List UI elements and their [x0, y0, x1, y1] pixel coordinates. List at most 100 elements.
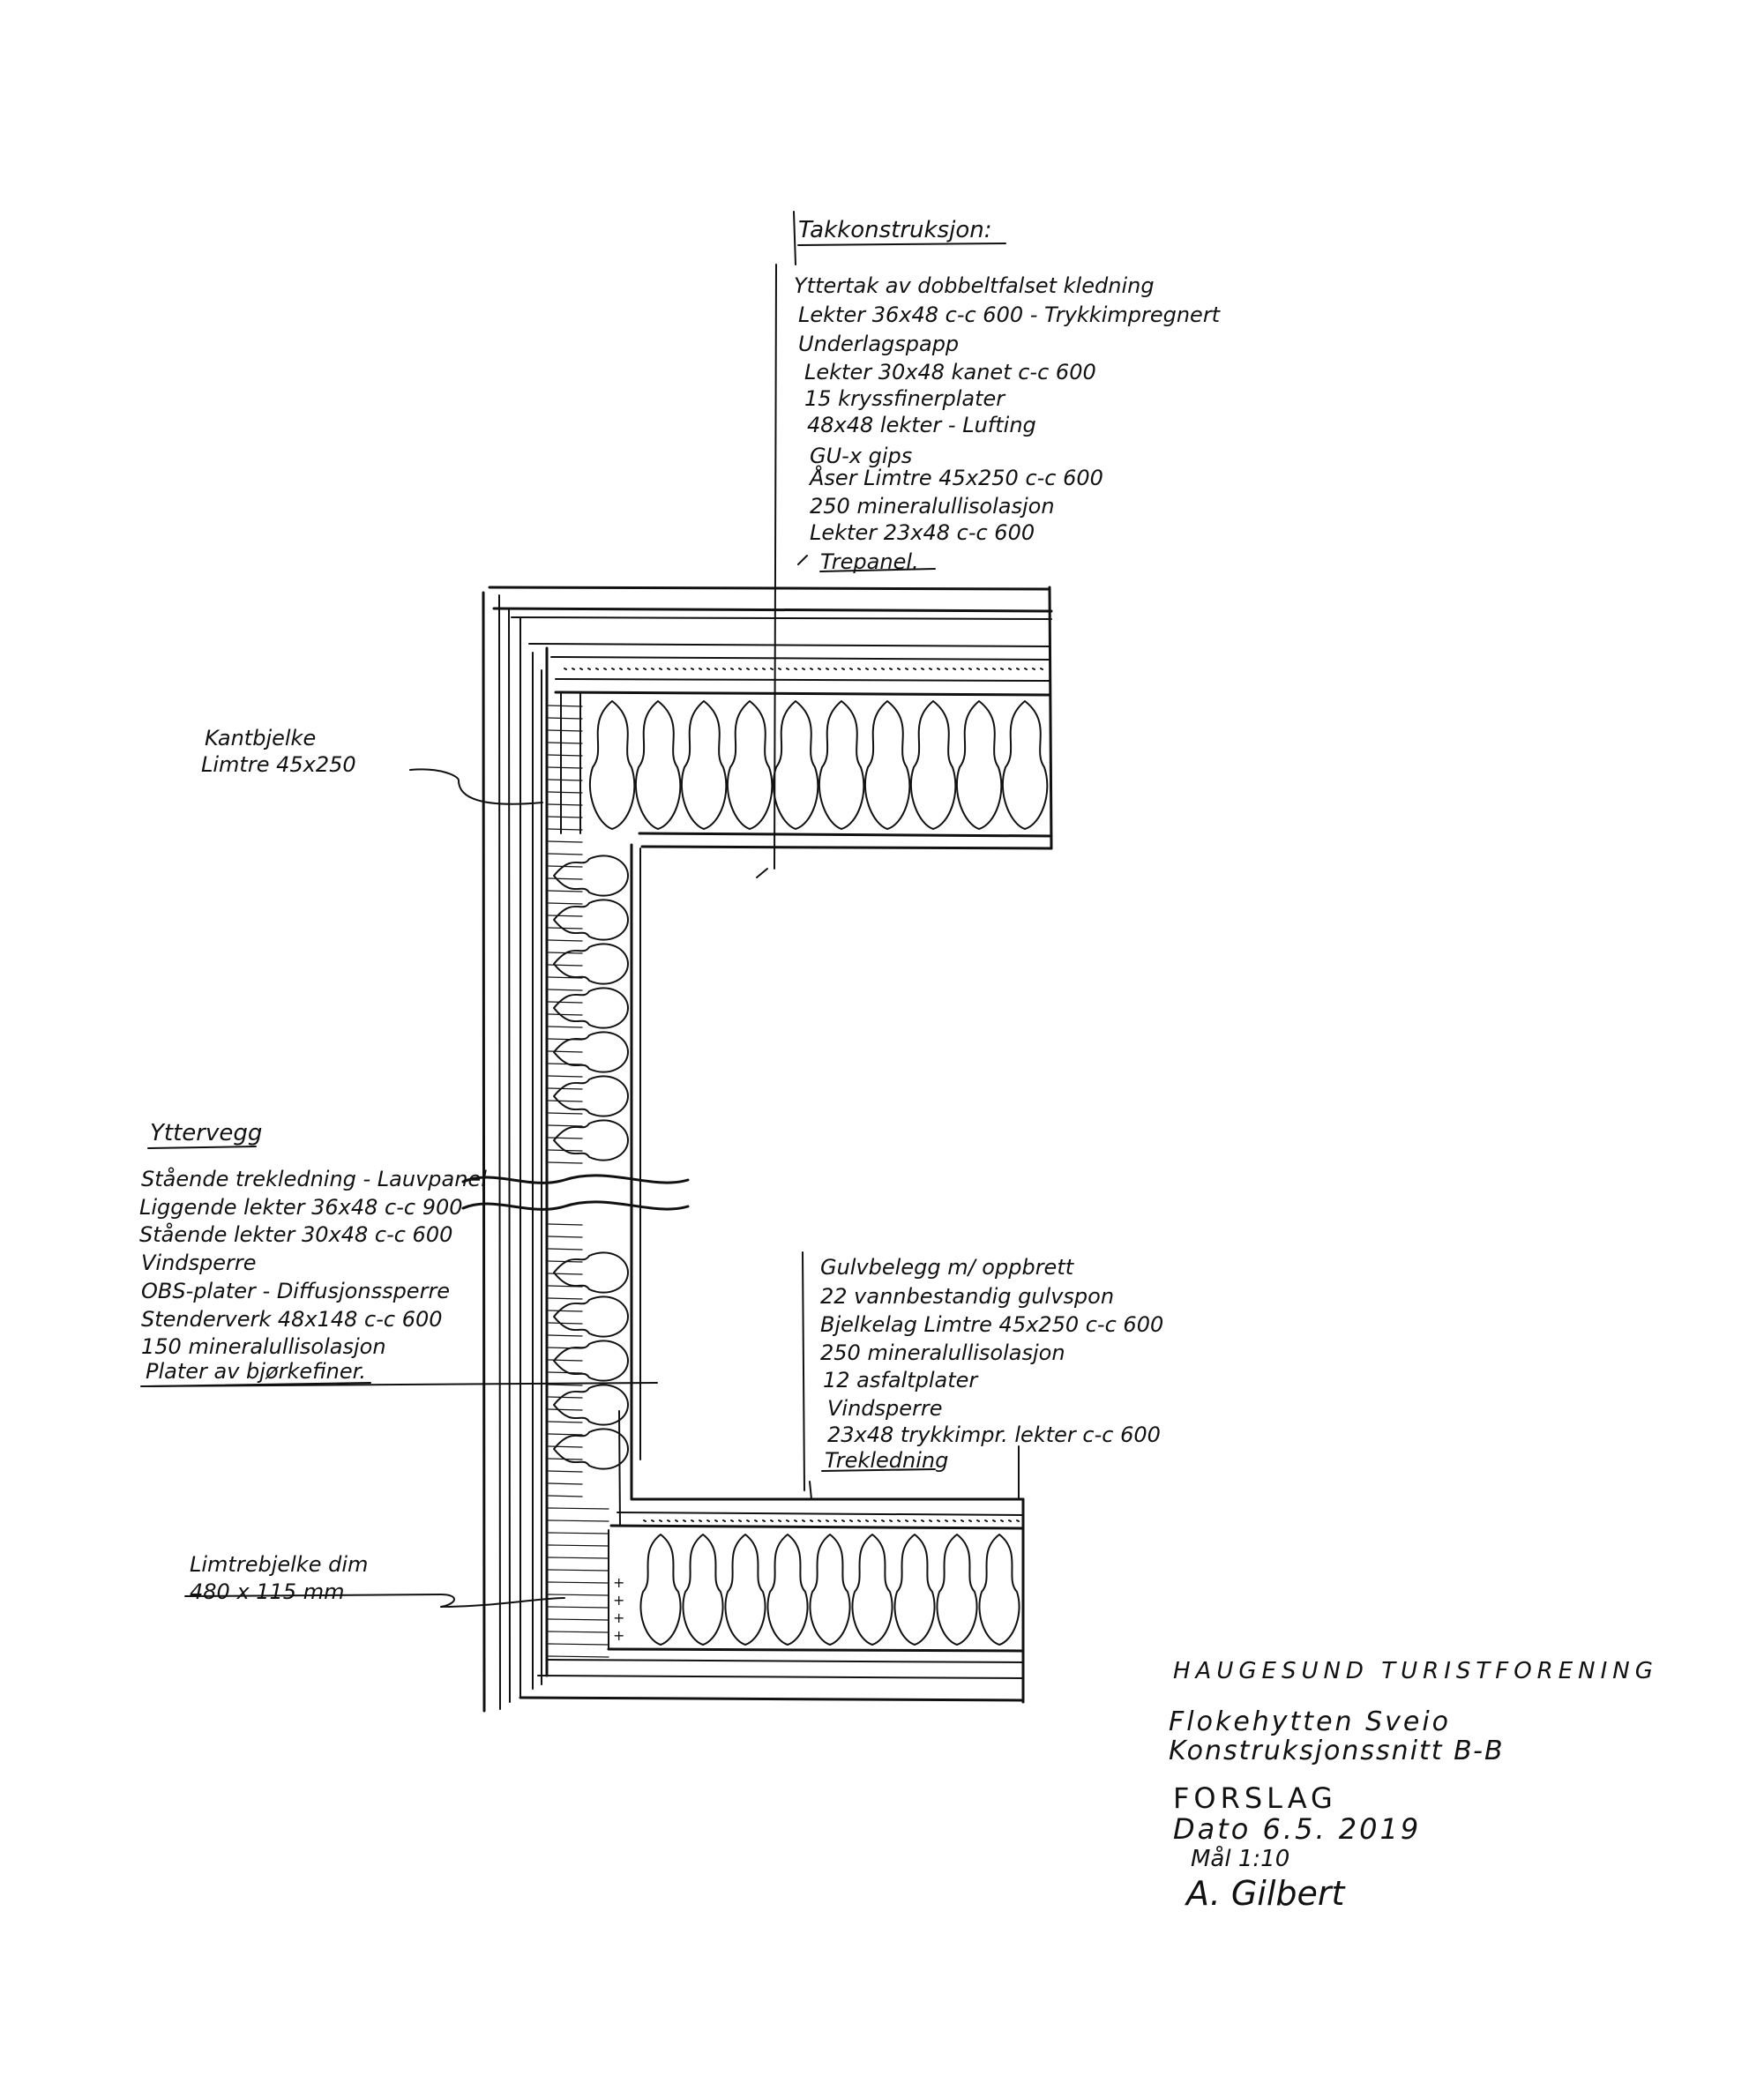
- texture-dot: [635, 668, 639, 670]
- hatch-stroke: [548, 890, 583, 892]
- roof-note-line: Lekter 23x48 c-c 600: [810, 520, 1035, 545]
- hatch-stroke: [548, 939, 583, 942]
- hatch-stroke: [548, 1445, 583, 1448]
- insulation-batt: [1001, 700, 1049, 830]
- texture-dot: [960, 668, 964, 670]
- texture-dot: [849, 668, 853, 670]
- hatch-stroke: [548, 1396, 583, 1399]
- floor-note-line: Bjelkelag Limtre 45x250 c-c 600: [820, 1312, 1164, 1337]
- insulation-batt: [809, 1534, 851, 1646]
- hatch-stroke: [548, 865, 583, 868]
- insulation-batt: [955, 700, 1003, 830]
- hatch-stroke: [548, 1248, 583, 1251]
- insulation-batt: [851, 1534, 893, 1646]
- hatch-stroke: [548, 1581, 609, 1584]
- drawing-scale: Mål 1:10: [1191, 1846, 1290, 1872]
- hatch-stroke: [548, 1544, 609, 1547]
- texture-dot: [627, 668, 631, 670]
- insulation-batt: [639, 1534, 682, 1646]
- texture-dot: [984, 668, 988, 670]
- hatch-stroke: [548, 1334, 583, 1337]
- texture-dot: [929, 1519, 932, 1522]
- texture-dot: [667, 1519, 670, 1522]
- hatch-stroke: [548, 1631, 609, 1633]
- texture-dot: [572, 668, 575, 670]
- texture-dot: [913, 668, 916, 670]
- hatch-stroke: [548, 1618, 609, 1621]
- roof-note-line: 15 kryssfinerplater: [804, 386, 1005, 411]
- texture-dot: [857, 668, 861, 670]
- wall-note-line: Stenderverk 48x148 c-c 600: [141, 1307, 443, 1332]
- texture-dot: [1008, 668, 1012, 670]
- roof-insulation: [588, 700, 1049, 830]
- wall-cladding-lines: [482, 591, 542, 1713]
- texture-dot: [873, 668, 877, 670]
- glulam-beam-screws: + + + +: [613, 1574, 624, 1644]
- texture-dot: [833, 668, 837, 670]
- hatch-stroke: [548, 1495, 583, 1497]
- hatch-stroke: [548, 877, 583, 880]
- drawing-date: Dato 6.5. 2019: [1173, 1812, 1422, 1846]
- texture-dot: [865, 668, 869, 670]
- insulation-batt: [772, 700, 819, 830]
- svg-text:+: +: [613, 1609, 624, 1626]
- hatch-stroke: [548, 1112, 583, 1115]
- texture-dot: [826, 1519, 829, 1522]
- hatch-stroke: [548, 1087, 583, 1090]
- texture-dot: [841, 668, 845, 670]
- texture-dot: [762, 668, 766, 670]
- wall-note-line: OBS-plater - Diffusjonssperre: [141, 1279, 451, 1303]
- texture-dot: [659, 1519, 662, 1522]
- roof-note-line: GU-x gips: [810, 444, 913, 468]
- wall-note-line: Stående trekledning - Lauvpanel: [141, 1167, 487, 1191]
- svg-text:+: +: [613, 1592, 624, 1609]
- floor-note-line: Gulvbelegg m/ oppbrett: [820, 1255, 1074, 1280]
- hatch-stroke: [548, 1643, 609, 1646]
- roof-notes-title: Takkonstruksjon:: [798, 217, 992, 243]
- texture-dot: [826, 668, 829, 670]
- hatch-stroke: [548, 766, 583, 769]
- texture-dot: [984, 1519, 988, 1522]
- insulation-batt: [726, 700, 774, 830]
- texture-dot: [706, 1519, 710, 1522]
- texture-dot: [889, 668, 893, 670]
- texture-dot: [1024, 668, 1028, 670]
- hatch-stroke: [548, 754, 583, 757]
- hatch-stroke: [548, 1297, 583, 1300]
- hatch-stroke: [548, 1371, 583, 1374]
- texture-dot: [730, 668, 734, 670]
- hatch-stroke: [548, 791, 583, 794]
- texture-dot: [937, 1519, 940, 1522]
- texture-dot: [714, 668, 718, 670]
- hatch-stroke: [548, 1569, 609, 1572]
- hatch-stroke: [548, 853, 583, 855]
- hatch-stroke: [548, 1137, 583, 1139]
- texture-dot: [699, 668, 702, 670]
- hatch-stroke: [548, 803, 583, 806]
- status-label: FORSLAG: [1173, 1781, 1337, 1815]
- texture-dot: [754, 1519, 758, 1522]
- roof-note-line: 48x48 lekter - Lufting: [807, 413, 1036, 437]
- floor-note-line: Trekledning: [825, 1448, 949, 1473]
- insulation-batt: [588, 700, 636, 830]
- insulation-batt: [553, 1075, 629, 1117]
- texture-dot: [818, 668, 821, 670]
- texture-dot: [865, 1519, 869, 1522]
- insulation-batt: [553, 1428, 629, 1470]
- texture-dot: [778, 1519, 781, 1522]
- floor-note-line: 23x48 trykkimpr. lekter c-c 600: [827, 1422, 1161, 1447]
- texture-dot: [754, 668, 758, 670]
- texture-dot: [818, 1519, 821, 1522]
- texture-dot: [889, 1519, 893, 1522]
- texture-dot: [1016, 668, 1020, 670]
- roof-note-line: Trepanel.: [820, 549, 919, 574]
- texture-dot: [976, 668, 980, 670]
- texture-dot: [841, 1519, 845, 1522]
- floor-insulation: [639, 1534, 1020, 1646]
- texture-dot: [683, 668, 686, 670]
- texture-dot: [746, 668, 750, 670]
- insulation-batt: [553, 943, 629, 985]
- texture-dot: [976, 1519, 980, 1522]
